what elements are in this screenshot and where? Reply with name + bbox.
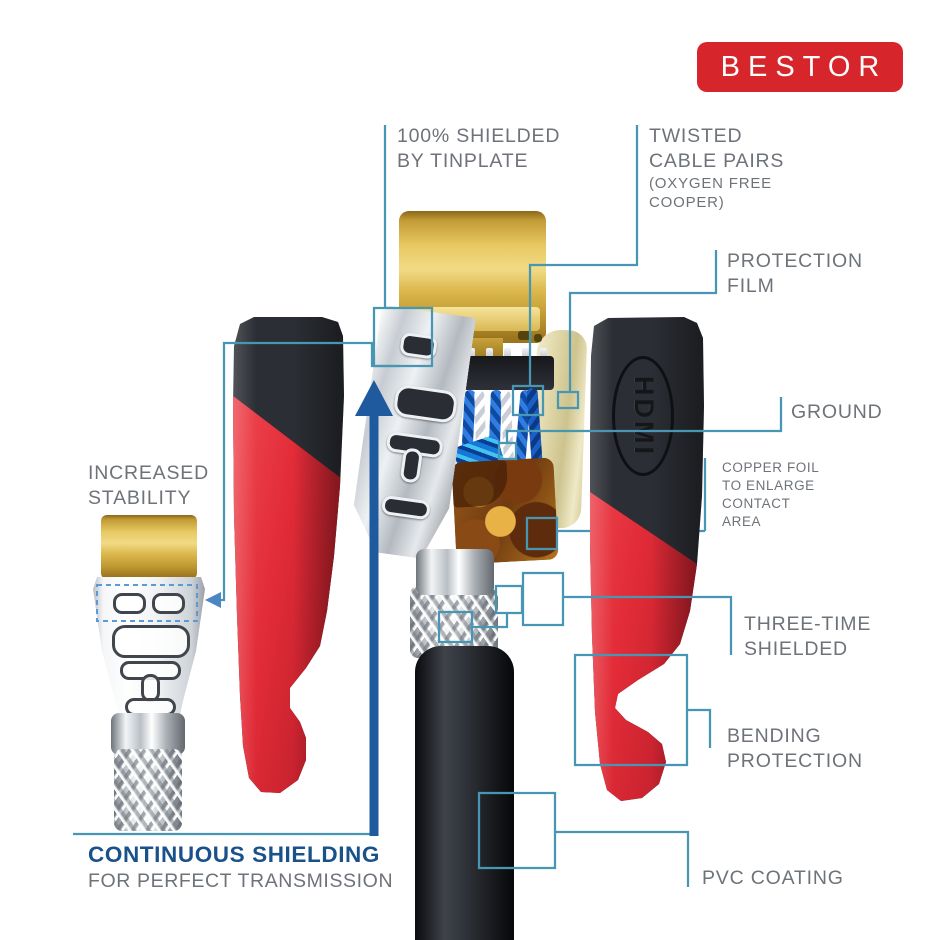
gold-plug-hole (534, 334, 542, 342)
center-collar (416, 549, 494, 595)
right-connector: HDMI (590, 317, 704, 801)
label-three-time-shielded: THREE-TIME SHIELDED (744, 613, 872, 660)
shell-oval-hole (113, 593, 146, 614)
footer-subtitle: FOR PERFECT TRANSMISSION (88, 870, 394, 892)
label-oxygen-free-cooper: (OXYGEN FREE COOPER) (649, 174, 772, 212)
shell-t-slot-stem (400, 447, 424, 483)
label-bending-protection: BENDING PROTECTION (727, 725, 863, 772)
left-connector-collar (111, 713, 185, 755)
label-twisted-cable-pairs: TWISTED CABLE PAIRS (649, 125, 785, 172)
label-twisted-group: TWISTED CABLE PAIRS (OXYGEN FREE COOPER) (649, 124, 784, 213)
label-ground: GROUND (791, 401, 883, 423)
left-connector-gold-plug (101, 515, 197, 579)
shell-oval-hole (152, 593, 185, 614)
left-arrow-icon (205, 592, 221, 608)
hdmi-logo-text: HDMI (628, 375, 659, 457)
pin-header-block (462, 356, 554, 390)
gold-plug-hole (518, 331, 531, 340)
shield-highlight-box-3 (521, 571, 565, 627)
footer-title: CONTINUOUS SHIELDING (88, 842, 381, 867)
shell-oval-hole (399, 332, 438, 360)
shell-slot (393, 384, 459, 424)
copper-foil-dark-wrap (451, 459, 509, 508)
pvc-line (555, 830, 690, 887)
shield-highlight-box-2 (494, 584, 524, 615)
shell-slot (112, 625, 190, 658)
label-increased-stability: INCREASED STABILITY (88, 462, 209, 509)
label-copper-foil: COPPER FOIL TO ENLARGE CONTACT AREA (722, 460, 820, 529)
left-connector-shell (93, 577, 205, 719)
label-shielded-by-tinplate: 100% SHIELDED BY TINPLATE (397, 125, 561, 172)
bending-line (687, 708, 712, 748)
label-protection-film: PROTECTION FILM (727, 250, 863, 297)
hdmi-embossed-logo: HDMI (612, 356, 674, 476)
pvc-cable (415, 646, 514, 940)
label-pvc-coating: PVC COATING (702, 867, 844, 889)
shell-slot-small (381, 495, 431, 520)
middle-connector-shading (233, 317, 344, 793)
bestor-logo: BESTOR (697, 42, 903, 92)
bestor-logo-text: BESTOR (720, 50, 888, 83)
middle-connector (233, 317, 344, 793)
left-connector-braid (114, 749, 182, 831)
